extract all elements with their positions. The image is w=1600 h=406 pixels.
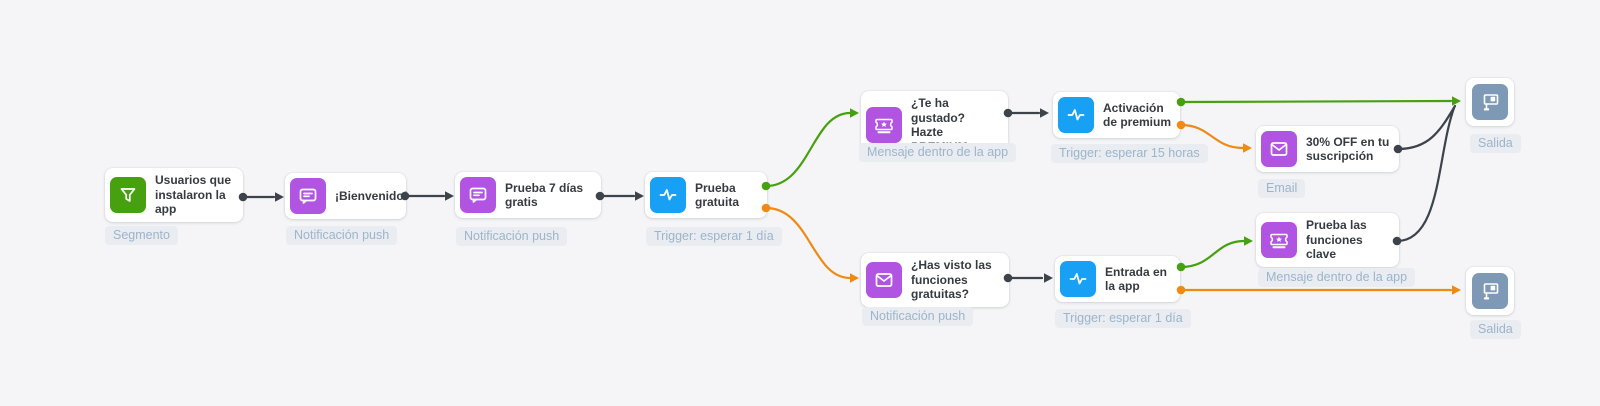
node-trigger-activacion-premium[interactable]: Activación de premium (1053, 92, 1180, 138)
edge-activacion-to-salida-top (1179, 99, 1453, 104)
push-message-icon (290, 178, 326, 214)
exit-flag-icon (1472, 273, 1508, 309)
arrowhead (1243, 143, 1252, 153)
node-push-prueba7dias[interactable]: Prueba 7 días gratis (455, 172, 601, 218)
inapp-ticket-icon (1261, 221, 1297, 258)
exit-flag-icon (1472, 84, 1508, 120)
arrowhead (1244, 236, 1253, 246)
email-icon (1261, 131, 1297, 167)
node-type-badge: Trigger: esperar 1 día (646, 227, 782, 246)
push-message-icon (460, 177, 496, 213)
filter-icon (110, 176, 146, 213)
edge-entrada-to-funciones (1179, 239, 1246, 269)
node-title: Prueba las funciones clave (1306, 218, 1367, 261)
node-exit-top[interactable] (1466, 78, 1514, 126)
node-type-badge: Mensaje dentro de la app (859, 143, 1017, 162)
arrowhead (850, 108, 859, 118)
node-type-badge: Salida (1470, 320, 1521, 339)
node-title: Entrada en la app (1105, 264, 1168, 294)
trigger-pulse-icon (650, 177, 686, 213)
node-title: Prueba gratuita (695, 180, 740, 210)
arrowhead (1040, 108, 1049, 118)
node-exit-bottom[interactable] (1466, 267, 1514, 315)
arrowhead (1044, 273, 1053, 283)
node-type-badge: Trigger: esperar 1 día (1055, 309, 1191, 328)
node-type-badge: Notificación push (862, 307, 974, 326)
arrowhead (850, 273, 859, 283)
node-inapp-prueba-funciones[interactable]: Prueba las funciones clave (1256, 213, 1399, 267)
node-title: Activación de premium (1103, 100, 1172, 130)
node-title: 30% OFF en tu suscripción (1306, 134, 1390, 164)
node-type-badge: Notificación push (286, 226, 398, 245)
node-title: Usuarios que instalaron la app (155, 173, 232, 216)
node-type-badge: Mensaje dentro de la app (1258, 268, 1416, 287)
arrowhead (1452, 96, 1461, 106)
node-type-badge: Notificación push (456, 227, 568, 246)
node-title: Prueba 7 días gratis (505, 180, 584, 210)
node-trigger-entrada-app[interactable]: Entrada en la app (1055, 256, 1180, 302)
edge-yes-branch (764, 111, 852, 188)
node-trigger-prueba-gratuita[interactable]: Prueba gratuita (645, 172, 767, 218)
arrowhead (445, 191, 454, 201)
node-title: ¡Bienvenido! (335, 188, 408, 203)
node-type-badge: Trigger: esperar 15 horas (1051, 144, 1208, 163)
node-title: ¿Has visto las funciones gratuitas? (911, 258, 992, 301)
node-type-badge: Salida (1470, 134, 1521, 153)
node-type-badge: Segmento (105, 226, 178, 245)
arrowhead (1452, 285, 1461, 295)
node-segment-usuarios[interactable]: Usuarios que instalaron la app (105, 168, 243, 222)
edge-email-to-salida-top (1396, 104, 1457, 151)
edge-funciones-to-salida-top (1395, 106, 1456, 243)
node-type-badge: Email (1258, 179, 1306, 198)
node-email-30off[interactable]: 30% OFF en tu suscripción (1256, 126, 1399, 172)
arrowhead (635, 191, 644, 201)
inapp-ticket-icon (866, 107, 902, 143)
email-icon (866, 261, 902, 298)
node-push-bienvenido[interactable]: ¡Bienvenido! (285, 173, 408, 219)
node-push-has-visto[interactable]: ¿Has visto las funciones gratuitas? (861, 253, 1009, 307)
trigger-pulse-icon (1058, 97, 1094, 133)
arrowhead (275, 192, 284, 202)
trigger-pulse-icon (1060, 261, 1096, 297)
